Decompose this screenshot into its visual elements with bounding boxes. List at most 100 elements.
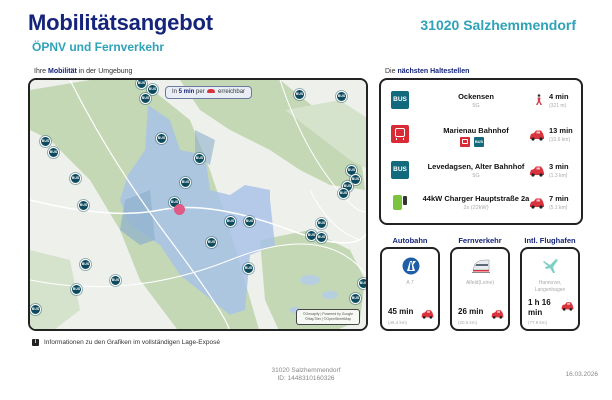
bus-stop-pin[interactable]: BUS: [70, 173, 81, 184]
reachability-badge: In 5 min per erreichbar: [165, 86, 253, 99]
fernverkehr-title: Fernverkehr: [458, 236, 502, 245]
train-badge-icon: [460, 137, 470, 147]
stop-sub: 5G: [472, 173, 480, 179]
bus-stop-pin[interactable]: BUS: [338, 188, 349, 199]
footer-id: ID: 1448310160326: [277, 375, 335, 382]
stop-time: 7 min: [549, 194, 569, 203]
airport-name: Hannover, Langenhagen: [534, 280, 566, 293]
bus-stop-pin[interactable]: BUS: [294, 89, 305, 100]
bus-icon: BUS: [391, 91, 409, 109]
station-name: Alfeld(Leine): [465, 280, 495, 286]
footer-address-block: 31020 Salzhemmendorf ID: 1448310160326: [0, 367, 612, 383]
bus-stop-pin[interactable]: BUS: [243, 263, 254, 274]
airplane-icon: [543, 259, 558, 273]
bus-stop-pin[interactable]: BUS: [78, 200, 89, 211]
autobahn-distance: (46.4 km): [388, 320, 408, 325]
map-attribution[interactable]: ©Geoapify | Powered by Google ©MapTiler …: [296, 309, 360, 325]
ev-charger-icon: [391, 193, 409, 211]
fernverkehr-time: 26 min: [458, 307, 484, 316]
bus-stop-pin[interactable]: BUS: [206, 237, 217, 248]
ice-train-icon: [472, 259, 490, 273]
stop-row[interactable]: 44kW Charger Hauptstraße 2a 2x (22kW) 7 …: [381, 188, 581, 222]
map-background: [30, 80, 366, 329]
footer-date: 16.03.2026: [565, 371, 598, 378]
autobahn-card[interactable]: A 7 45 min (46.4 km): [380, 247, 440, 331]
badge-bold: 5 min: [178, 89, 195, 95]
car-icon: [207, 89, 216, 94]
location-title: 31020 Salzhemmendorf: [420, 17, 576, 33]
badge-middle: per: [194, 89, 207, 95]
car-icon: [530, 166, 544, 177]
bus-stop-pin[interactable]: BUS: [194, 153, 205, 164]
label-bold: nächsten Haltestellen: [397, 68, 470, 75]
autobahn-name: A 7: [406, 280, 414, 286]
fernverkehr-distance: (20.8 km): [458, 320, 478, 325]
stops-section-label: Die nächsten Haltestellen: [385, 68, 469, 75]
autobahn-time: 45 min: [388, 307, 414, 316]
stop-sub: 5G: [472, 103, 480, 109]
autobahn-icon: [402, 257, 420, 275]
stop-sub: 2x (22kW): [463, 205, 489, 211]
map-section-label: Ihre Mobilität in der Umgebung: [34, 68, 132, 75]
bus-stop-pin[interactable]: BUS: [48, 147, 59, 158]
label-bold: Mobilität: [48, 68, 77, 75]
airport-title: Intl. Flughafen: [524, 236, 576, 245]
stop-row[interactable]: Marienau Bahnhof BUS 13 min (10.6 km): [381, 120, 581, 154]
mobility-map[interactable]: In 5 min per erreichbar BUS BUS BUS BUS …: [28, 78, 368, 331]
bus-badge-icon: BUS: [474, 137, 484, 147]
info-text: Informationen zu den Grafiken im vollstä…: [44, 339, 220, 346]
stop-distance: (5.1 km): [549, 205, 568, 211]
bus-stop-pin[interactable]: BUS: [40, 136, 51, 147]
airport-card[interactable]: Hannover, Langenhagen 1 h 16 min (77.9 k…: [520, 247, 580, 331]
bus-stop-pin[interactable]: BUS: [225, 216, 236, 227]
stop-distance: (321 m): [549, 103, 567, 109]
train-icon: [391, 125, 409, 143]
airport-time: 1 h 16 min: [528, 298, 551, 317]
attribution-line: ©Geoapify | Powered by Google: [302, 312, 354, 316]
car-icon: [421, 310, 434, 319]
bus-stop-pin[interactable]: BUS: [350, 293, 361, 304]
badge-suffix: erreichbar: [216, 89, 246, 95]
fernverkehr-card[interactable]: Alfeld(Leine) 26 min (20.8 km): [450, 247, 510, 331]
bus-stop-pin[interactable]: BUS: [316, 232, 327, 243]
label-suffix: in der Umgebung: [76, 68, 133, 75]
nearest-stops-card: BUS Ockensen 5G 4 min (321 m) Marienau B…: [379, 78, 583, 225]
stop-time: 4 min: [549, 92, 569, 101]
stop-name: 44kW Charger Hauptstraße 2a: [422, 194, 530, 203]
stop-row[interactable]: BUS Ockensen 5G 4 min (321 m): [381, 86, 581, 120]
bus-stop-pin[interactable]: BUS: [110, 275, 121, 286]
bus-stop-pin[interactable]: BUS: [244, 216, 255, 227]
bus-icon: BUS: [391, 161, 409, 179]
bus-stop-pin[interactable]: BUS: [180, 177, 191, 188]
bus-stop-pin[interactable]: BUS: [71, 284, 82, 295]
stop-distance: (1.3 km): [549, 173, 568, 179]
car-icon: [561, 302, 574, 311]
stop-time: 13 min: [549, 126, 573, 135]
stop-distance: (10.6 km): [549, 137, 571, 143]
stop-row[interactable]: BUS Levedagsen, Alter Bahnhof 5G 3 min (…: [381, 156, 581, 190]
page-title: Mobilitätsangebot: [28, 10, 213, 35]
badge-prefix: In: [172, 89, 179, 95]
bus-stop-pin[interactable]: BUS: [350, 174, 361, 185]
bus-stop-pin[interactable]: BUS: [147, 84, 158, 95]
bus-stop-pin[interactable]: BUS: [336, 91, 347, 102]
bus-stop-pin[interactable]: BUS: [140, 93, 151, 104]
car-icon: [530, 198, 544, 209]
info-icon: i: [32, 339, 39, 346]
stop-name: Ockensen: [458, 92, 494, 101]
bus-stop-pin[interactable]: BUS: [30, 304, 41, 315]
walk-icon: [536, 94, 542, 105]
bus-stop-pin[interactable]: BUS: [80, 259, 91, 270]
bus-stop-pin[interactable]: BUS: [358, 278, 366, 289]
bus-stop-pin[interactable]: BUS: [316, 218, 327, 229]
label-prefix: Ihre: [34, 68, 49, 75]
label-prefix: Die: [385, 68, 398, 75]
page-subtitle: ÖPNV und Fernverkehr: [32, 40, 165, 54]
bus-stop-pin[interactable]: BUS: [136, 80, 147, 89]
bus-stop-pin[interactable]: BUS: [156, 133, 167, 144]
attribution-line: ©MapTiler | ©OpenStreetMap: [304, 317, 352, 321]
car-icon: [491, 310, 504, 319]
stop-name: Levedagsen, Alter Bahnhof: [427, 162, 525, 171]
airport-distance: (77.9 km): [528, 320, 548, 325]
autobahn-title: Autobahn: [392, 236, 428, 245]
